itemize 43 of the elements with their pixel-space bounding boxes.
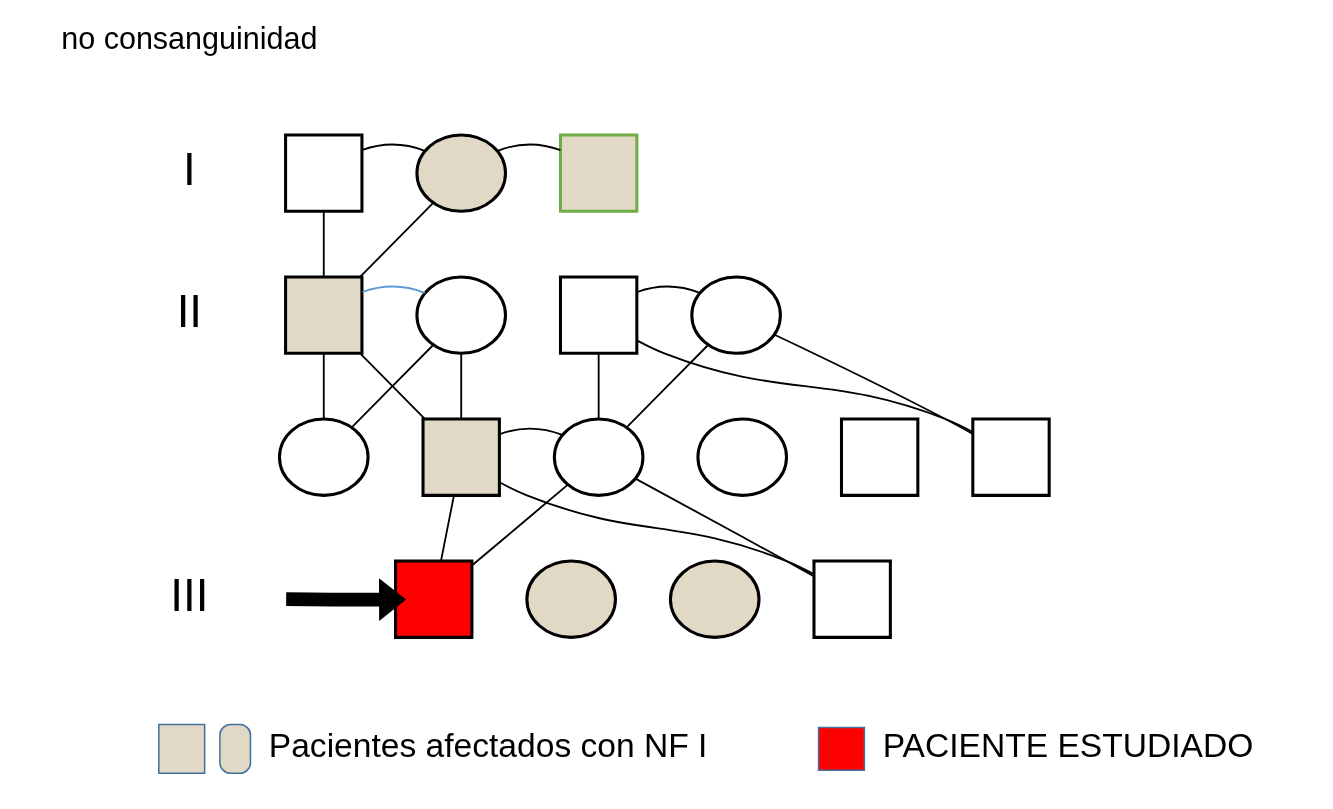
connector: [773, 333, 973, 435]
label: III: [169, 569, 208, 621]
node-box: [421, 417, 501, 497]
connector: [496, 143, 561, 152]
node-circle: [695, 417, 788, 497]
connector: [350, 344, 434, 429]
connector: [470, 483, 569, 567]
node-circle: [552, 417, 644, 497]
connector: [361, 285, 426, 294]
node-circle: [668, 559, 761, 639]
node-box: [558, 133, 638, 213]
node-circle: [277, 417, 370, 497]
connector: [498, 481, 814, 575]
connector: [322, 211, 325, 278]
node-box: [393, 559, 473, 639]
node-circle: [524, 559, 617, 639]
connector: [358, 202, 434, 278]
legend-label: PACIENTE ESTUDIADO: [882, 727, 1253, 765]
connector: [597, 353, 600, 420]
connector: [361, 143, 426, 152]
connector: [359, 353, 426, 420]
node-box: [283, 275, 363, 355]
node-circle: [414, 275, 507, 355]
node-box: [283, 133, 363, 213]
connector: [459, 353, 462, 420]
connector: [439, 495, 455, 562]
node-box: [811, 559, 892, 639]
connector: [625, 344, 709, 429]
node-box: [558, 275, 638, 355]
label: II: [176, 285, 202, 337]
label: I: [182, 143, 196, 195]
node-circle: [414, 133, 507, 213]
connector: [634, 477, 814, 577]
connector: [635, 339, 973, 433]
node-box: [839, 417, 919, 497]
legend-label: Pacientes afectados con NF I: [268, 727, 707, 765]
node-circle: [689, 275, 782, 355]
connector: [322, 353, 325, 420]
connector: [498, 427, 563, 436]
arrow: [285, 578, 406, 621]
label: no consanguinidad: [60, 21, 318, 56]
connector: [635, 285, 701, 294]
node-box: [970, 417, 1051, 497]
